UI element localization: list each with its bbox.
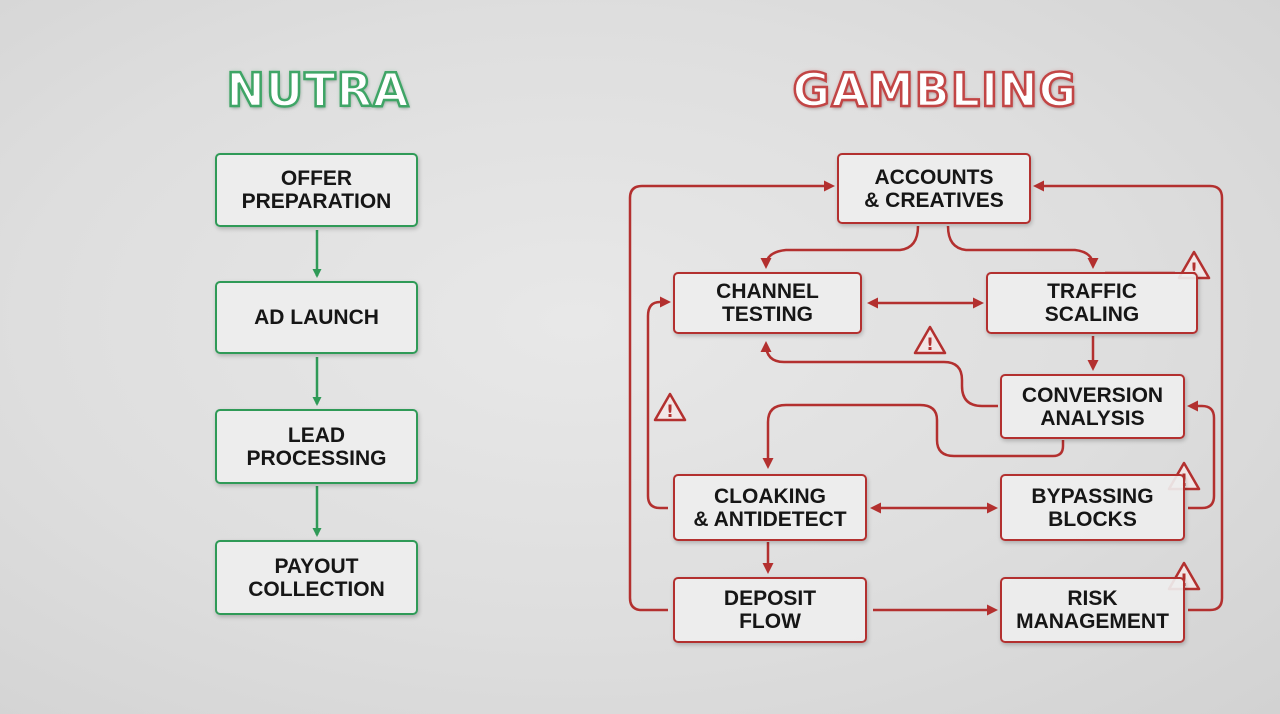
gambling-node-accounts-creatives: ACCOUNTS & CREATIVES (837, 153, 1031, 224)
edge-risk-to-accounts (1033, 180, 1224, 612)
nutra-step-ad-launch: AD LAUNCH (215, 281, 418, 354)
gambling-node-risk-management: RISK MANAGEMENT (1000, 577, 1185, 643)
edge-bypassing-to-conversion (1187, 400, 1216, 510)
edge-conversion-to-channel (760, 341, 998, 408)
gambling-node-conversion-analysis: CONVERSION ANALYSIS (1000, 374, 1185, 439)
warning-icon-mark: ! (666, 402, 674, 422)
gambling-node-cloaking-antidetect: CLOAKING & ANTIDETECT (673, 474, 867, 541)
gambling-title: GAMBLING (791, 62, 1078, 119)
edge-conversion-to-cloaking (762, 403, 1065, 469)
nutra-title: NUTRA (225, 62, 410, 119)
gambling-node-bypassing-blocks: BYPASSING BLOCKS (1000, 474, 1185, 541)
gambling-node-deposit-flow: DEPOSIT FLOW (673, 577, 867, 643)
nutra-step-lead-processing: LEAD PROCESSING (215, 409, 418, 484)
edge-accounts-to-channel (760, 225, 920, 269)
gambling-node-channel-testing: CHANNEL TESTING (673, 272, 862, 334)
warning-icon-mark: ! (1190, 260, 1198, 280)
edge-deposit-to-accounts (628, 180, 835, 612)
warning-icon-mark: ! (926, 335, 934, 355)
edge-cloaking-to-channel (646, 296, 671, 510)
nutra-step-offer-preparation: OFFER PREPARATION (215, 153, 418, 227)
edge-accounts-to-traffic (946, 225, 1099, 269)
gambling-node-traffic-scaling: TRAFFIC SCALING (986, 272, 1198, 334)
nutra-step-payout-collection: PAYOUT COLLECTION (215, 540, 418, 615)
warning-icon: ! (653, 392, 687, 422)
warning-icon: ! (913, 325, 947, 355)
